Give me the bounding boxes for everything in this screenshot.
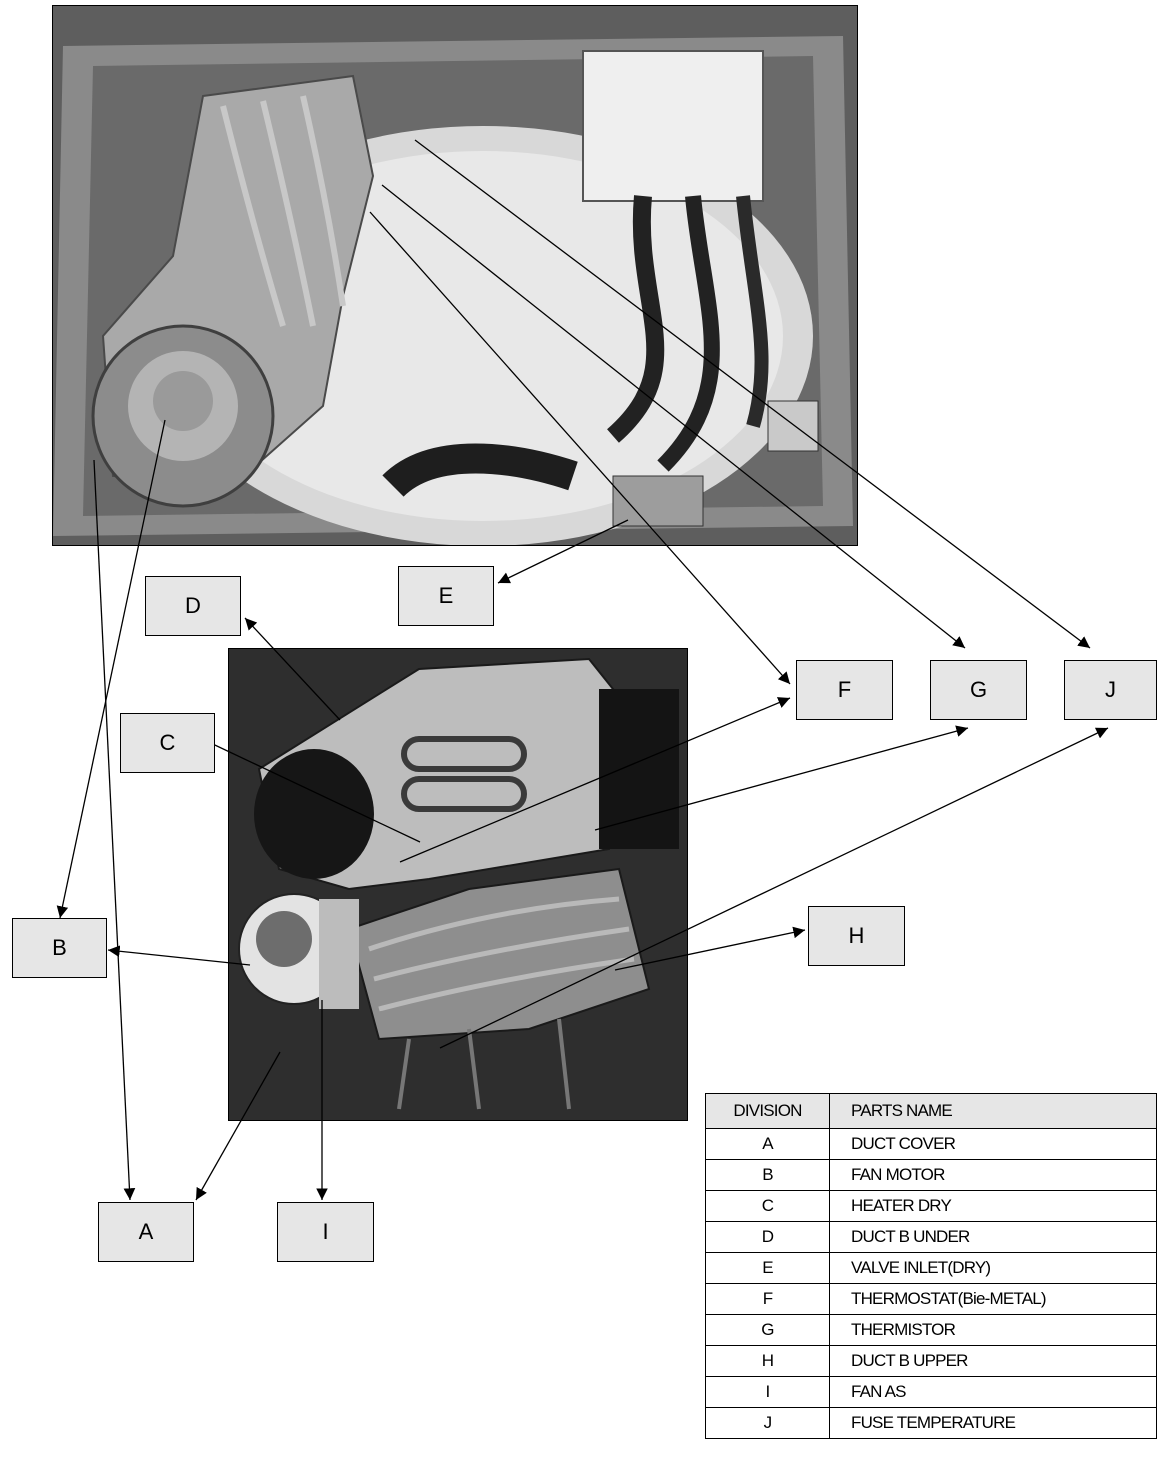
leader-a-top (93, 459, 136, 1201)
division-header: DIVISION (705, 1093, 830, 1129)
callout-i: I (277, 1202, 374, 1262)
part-name-cell: FAN AS (829, 1376, 1157, 1408)
part-name-cell: DUCT COVER (829, 1128, 1157, 1160)
part-name-cell: HEATER DRY (829, 1190, 1157, 1222)
division-cell: A (705, 1128, 830, 1160)
callout-e: E (398, 566, 494, 626)
division-cell: J (705, 1407, 830, 1439)
callout-g: G (930, 660, 1027, 720)
dryer-interior-photo (52, 5, 858, 546)
part-name-cell: DUCT B UPPER (829, 1345, 1157, 1377)
part-name-cell: FUSE TEMPERATURE (829, 1407, 1157, 1439)
callout-b: B (12, 918, 107, 978)
callout-d: D (145, 576, 241, 636)
part-name-cell: VALVE INLET(DRY) (829, 1252, 1157, 1284)
division-cell: H (705, 1345, 830, 1377)
callout-h: H (808, 906, 905, 966)
part-name-cell: THERMOSTAT(Bie-METAL) (829, 1283, 1157, 1315)
division-cell: G (705, 1314, 830, 1346)
division-cell: C (705, 1190, 830, 1222)
division-cell: F (705, 1283, 830, 1315)
part-name-cell: FAN MOTOR (829, 1159, 1157, 1191)
part-name-cell: DUCT B UNDER (829, 1221, 1157, 1253)
parts-name-header: PARTS NAME (829, 1093, 1157, 1129)
division-cell: D (705, 1221, 830, 1253)
part-name-cell: THERMISTOR (829, 1314, 1157, 1346)
duct-assembly-photo (228, 648, 688, 1121)
division-cell: I (705, 1376, 830, 1408)
division-cell: B (705, 1159, 830, 1191)
division-cell: E (705, 1252, 830, 1284)
callout-f: F (796, 660, 893, 720)
parts-table-header-row: DIVISION PARTS NAME (705, 1093, 1157, 1129)
callout-j: J (1064, 660, 1157, 720)
callout-a: A (98, 1202, 194, 1262)
callout-c: C (120, 713, 215, 773)
